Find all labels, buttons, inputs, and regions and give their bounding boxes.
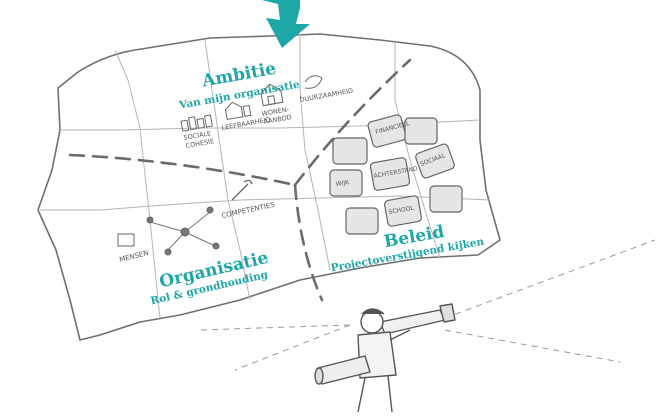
network-icon xyxy=(146,206,220,256)
mensen-icon xyxy=(117,233,135,247)
leefbaarheid-icon xyxy=(224,101,252,121)
down-arrow-icon xyxy=(262,0,310,48)
duurzaamheid-icon xyxy=(304,75,323,89)
puzzle-label-wijk: WIJK xyxy=(335,179,350,188)
sociale-cohesie-icon xyxy=(180,114,213,132)
puzzle-piece xyxy=(345,207,379,235)
competenties-wrench-icon xyxy=(231,179,253,201)
puzzle-piece xyxy=(369,157,411,191)
puzzle-piece xyxy=(332,137,368,165)
wonen-aanbod-icon xyxy=(260,83,284,107)
puzzle-piece xyxy=(384,195,422,227)
puzzle-pieces xyxy=(329,114,463,235)
puzzle-piece xyxy=(329,169,363,197)
telescope-view-lines xyxy=(199,239,656,371)
puzzle-piece xyxy=(367,114,407,148)
map-paper xyxy=(37,33,501,341)
puzzle-label-school: SCHOOL xyxy=(388,205,415,216)
puzzle-piece xyxy=(404,117,438,145)
person-with-telescope-icon xyxy=(314,303,456,413)
puzzle-piece xyxy=(415,143,455,179)
puzzle-piece xyxy=(429,185,463,213)
